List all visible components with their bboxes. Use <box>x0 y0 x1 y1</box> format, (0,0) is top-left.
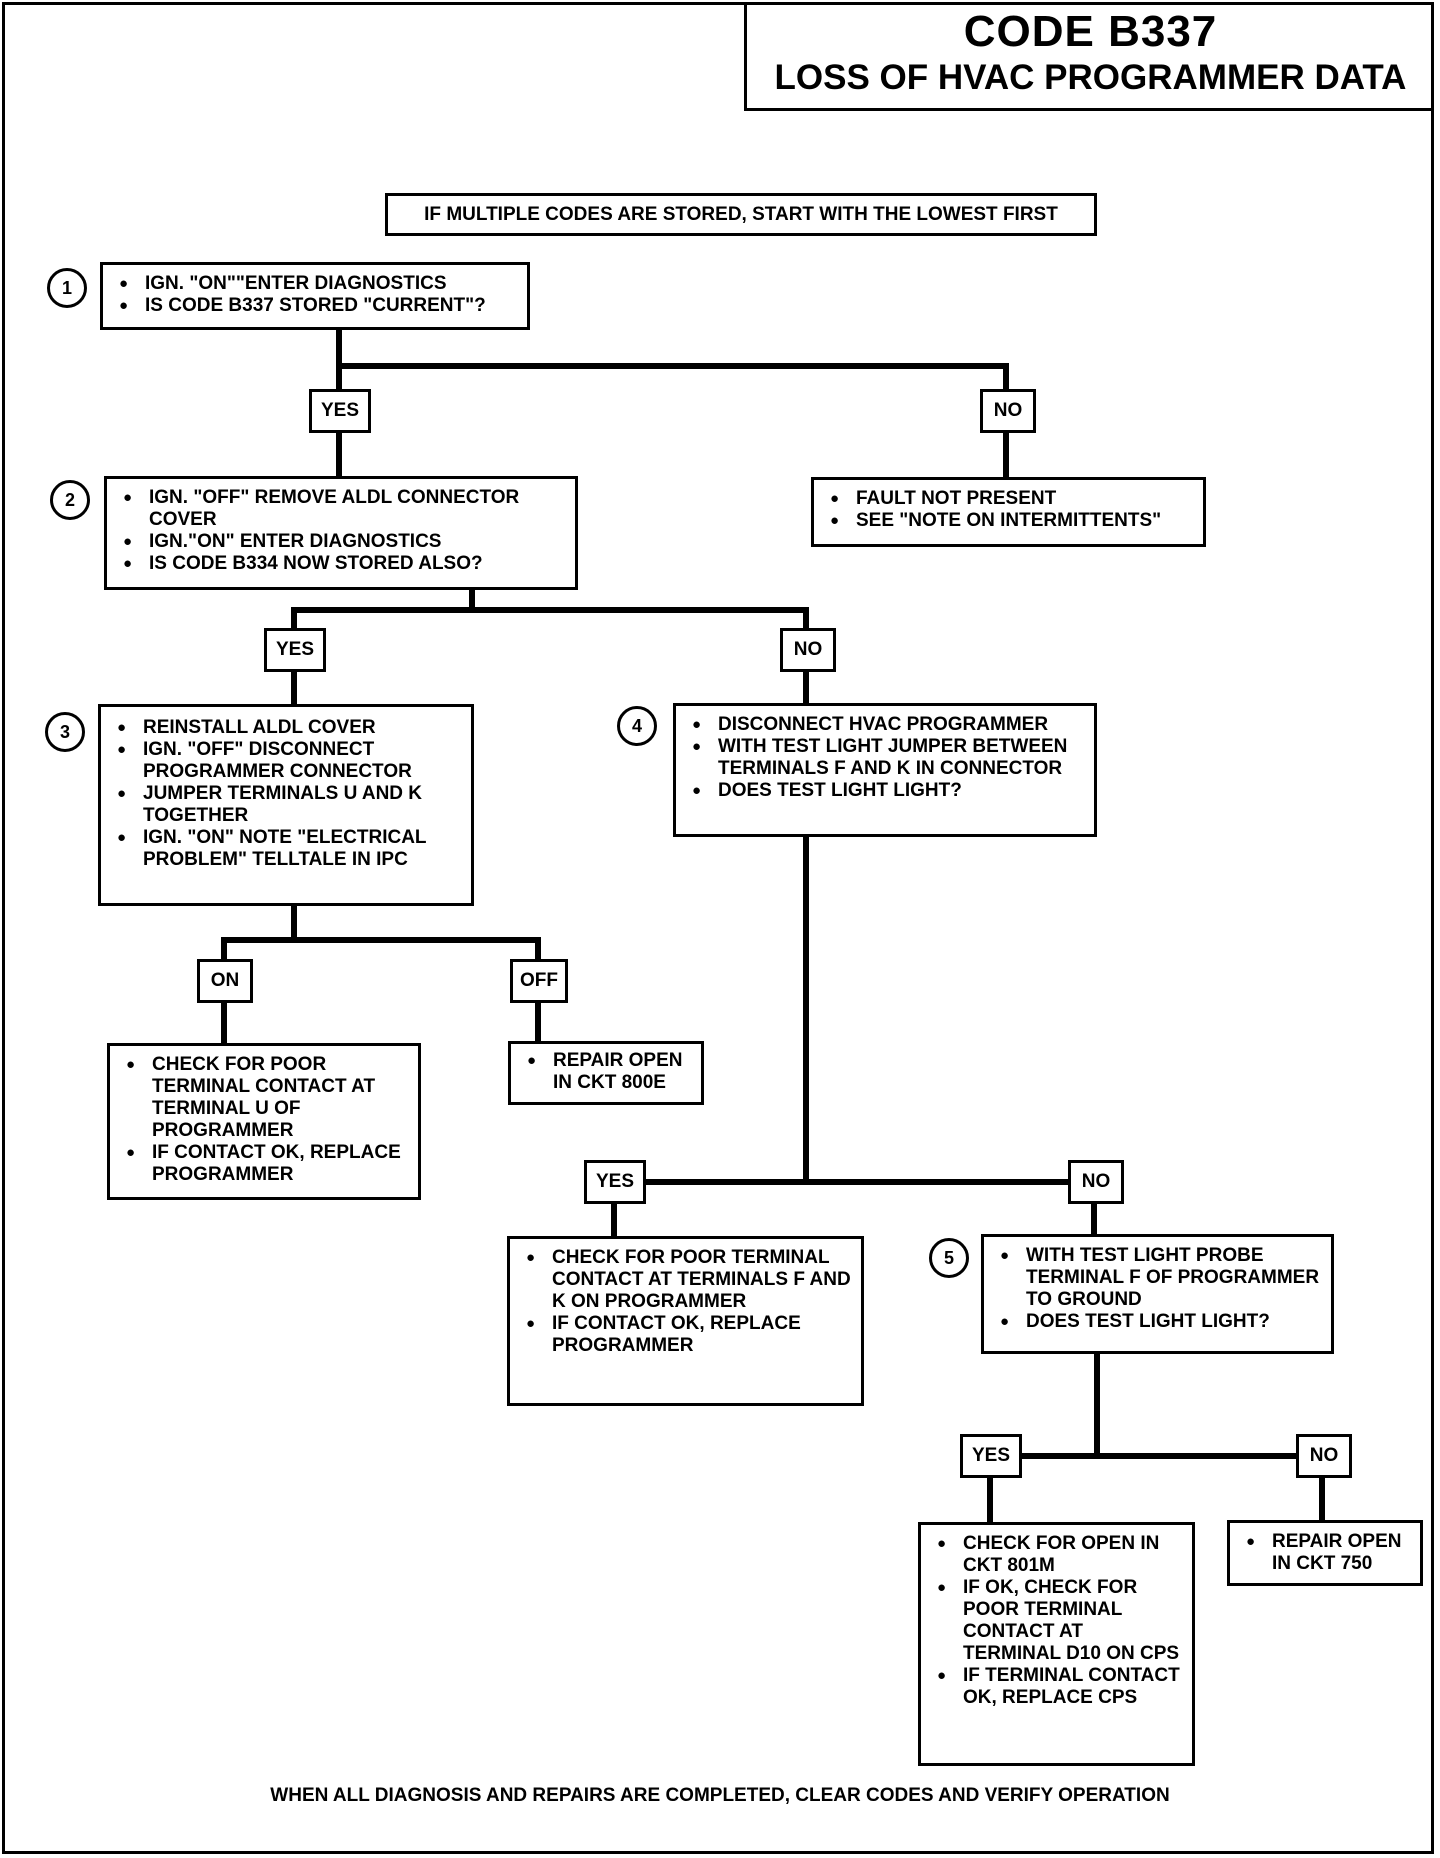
result-item: CHECK FOR POOR TERMINAL CONTACT AT TERMI… <box>122 1054 408 1142</box>
result-item: IF CONTACT OK, REPLACE PROGRAMMER <box>522 1313 851 1357</box>
result-item: REPAIR OPEN IN CKT 750 <box>1242 1531 1410 1575</box>
branch-label-no: NO <box>1296 1434 1352 1478</box>
step-3-item: REINSTALL ALDL COVER <box>113 717 461 739</box>
branch-label-off: OFF <box>510 959 568 1003</box>
step-number-5: 5 <box>929 1238 969 1278</box>
branch-label-on: ON <box>197 959 253 1003</box>
step-number-2: 2 <box>50 480 90 520</box>
branch-label-no: NO <box>1068 1160 1124 1204</box>
result-item: CHECK FOR POOR TERMINAL CONTACT AT TERMI… <box>522 1247 851 1313</box>
result-item: IF OK, CHECK FOR POOR TERMINAL CONTACT A… <box>933 1577 1182 1665</box>
result-item: FAULT NOT PRESENT <box>826 488 1193 510</box>
step-3-box: REINSTALL ALDL COVER IGN. "OFF" DISCONNE… <box>98 704 474 906</box>
step-2-box: IGN. "OFF" REMOVE ALDL CONNECTOR COVER I… <box>104 476 578 590</box>
step-number-1: 1 <box>47 268 87 308</box>
step-3-item: IGN. "ON" NOTE "ELECTRICAL PROBLEM" TELL… <box>113 827 461 871</box>
branch-label-no: NO <box>980 389 1036 433</box>
result-repair-750: REPAIR OPEN IN CKT 750 <box>1227 1520 1423 1586</box>
step-number-3: 3 <box>45 712 85 752</box>
step-1-box: IGN. "ON""ENTER DIAGNOSTICS IS CODE B337… <box>100 262 530 330</box>
step-4-box: DISCONNECT HVAC PROGRAMMER WITH TEST LIG… <box>673 703 1097 837</box>
instruction-banner: IF MULTIPLE CODES ARE STORED, START WITH… <box>385 193 1097 236</box>
footer-note: WHEN ALL DIAGNOSIS AND REPAIRS ARE COMPL… <box>270 1785 1170 1806</box>
result-item: SEE "NOTE ON INTERMITTENTS" <box>826 510 1193 532</box>
step-4-item: DOES TEST LIGHT LIGHT? <box>688 780 1084 802</box>
step-5-item: DOES TEST LIGHT LIGHT? <box>996 1311 1321 1333</box>
title-block: CODE B337 LOSS OF HVAC PROGRAMMER DATA <box>744 3 1434 111</box>
branch-label-yes: YES <box>584 1160 646 1204</box>
result-check-801m: CHECK FOR OPEN IN CKT 801M IF OK, CHECK … <box>918 1522 1195 1766</box>
step-3-item: JUMPER TERMINALS U AND K TOGETHER <box>113 783 461 827</box>
result-item: IF TERMINAL CONTACT OK, REPLACE CPS <box>933 1665 1182 1709</box>
branch-label-yes: YES <box>960 1434 1022 1478</box>
result-fault-not-present: FAULT NOT PRESENT SEE "NOTE ON INTERMITT… <box>811 477 1206 547</box>
step-3-item: IGN. "OFF" DISCONNECT PROGRAMMER CONNECT… <box>113 739 461 783</box>
result-item: IF CONTACT OK, REPLACE PROGRAMMER <box>122 1142 408 1186</box>
step-5-item: WITH TEST LIGHT PROBE TERMINAL F OF PROG… <box>996 1245 1321 1311</box>
page-title: CODE B337 <box>963 7 1218 56</box>
result-check-terminals-f-k: CHECK FOR POOR TERMINAL CONTACT AT TERMI… <box>507 1236 864 1406</box>
branch-label-no: NO <box>780 628 836 672</box>
result-repair-800e: REPAIR OPEN IN CKT 800E <box>508 1041 704 1105</box>
step-5-box: WITH TEST LIGHT PROBE TERMINAL F OF PROG… <box>981 1234 1334 1354</box>
step-number-4: 4 <box>617 706 657 746</box>
result-item: CHECK FOR OPEN IN CKT 801M <box>933 1533 1182 1577</box>
instruction-banner-text: IF MULTIPLE CODES ARE STORED, START WITH… <box>424 204 1058 225</box>
step-1-item: IS CODE B337 STORED "CURRENT"? <box>115 295 517 317</box>
step-4-item: WITH TEST LIGHT JUMPER BETWEEN TERMINALS… <box>688 736 1084 780</box>
step-2-item: IGN."ON" ENTER DIAGNOSTICS <box>119 531 565 553</box>
step-1-item: IGN. "ON""ENTER DIAGNOSTICS <box>115 273 517 295</box>
step-2-item: IS CODE B334 NOW STORED ALSO? <box>119 553 565 575</box>
page-subtitle: LOSS OF HVAC PROGRAMMER DATA <box>774 58 1407 97</box>
branch-label-yes: YES <box>309 389 371 433</box>
branch-label-yes: YES <box>264 628 326 672</box>
step-4-item: DISCONNECT HVAC PROGRAMMER <box>688 714 1084 736</box>
result-item: REPAIR OPEN IN CKT 800E <box>523 1050 691 1094</box>
result-check-terminal-u: CHECK FOR POOR TERMINAL CONTACT AT TERMI… <box>107 1043 421 1200</box>
step-2-item: IGN. "OFF" REMOVE ALDL CONNECTOR COVER <box>119 487 565 531</box>
